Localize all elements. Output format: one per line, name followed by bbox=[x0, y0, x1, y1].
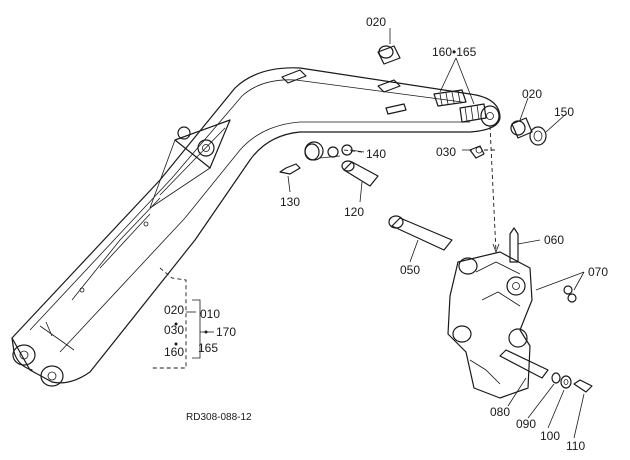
washer-100 bbox=[560, 375, 572, 389]
group-030: 030 bbox=[164, 323, 184, 337]
callout-140: 140 bbox=[366, 147, 386, 161]
grease-fitting-030 bbox=[469, 145, 485, 159]
group-dot bbox=[204, 330, 208, 334]
boom-arm bbox=[11, 67, 501, 387]
hatched-pad-lower bbox=[459, 103, 487, 123]
callout-120: 120 bbox=[344, 205, 364, 219]
leader-lines bbox=[152, 28, 585, 439]
group-020: 020 bbox=[164, 303, 184, 317]
callout-050: 050 bbox=[400, 263, 420, 277]
callout-130: 130 bbox=[280, 195, 300, 209]
callout-030: 030 bbox=[436, 145, 456, 159]
nuts-070 bbox=[563, 285, 577, 303]
callout-080: 080 bbox=[490, 405, 510, 419]
bolt-060 bbox=[509, 227, 519, 263]
washer-150 bbox=[529, 126, 547, 146]
pin-050 bbox=[388, 215, 453, 251]
callout-110: 110 bbox=[566, 439, 585, 453]
bolt-110 bbox=[573, 379, 593, 393]
bushing-020-right bbox=[510, 117, 533, 139]
callout-labels: 020 160•165 020 150 140 030 130 120 060 … bbox=[280, 15, 608, 453]
group-010: 010 bbox=[200, 307, 220, 321]
pin-120 bbox=[341, 160, 379, 187]
callout-060: 060 bbox=[544, 233, 564, 247]
callout-160-165: 160•165 bbox=[432, 45, 477, 59]
bushing-020-top bbox=[377, 45, 401, 65]
group-165: 165 bbox=[198, 341, 218, 355]
group-dot bbox=[174, 322, 178, 326]
callout-070: 070 bbox=[588, 265, 608, 279]
group-160: 160 bbox=[164, 345, 184, 359]
bolt-130 bbox=[279, 163, 301, 175]
pin-140-cluster bbox=[304, 141, 353, 161]
group-170: 170 bbox=[216, 325, 236, 339]
hatched-pad-upper bbox=[433, 89, 467, 107]
callout-020-top: 020 bbox=[366, 15, 386, 29]
callout-150: 150 bbox=[554, 105, 574, 119]
callout-020-right: 020 bbox=[522, 87, 542, 101]
washer-090 bbox=[551, 372, 561, 384]
callout-100: 100 bbox=[540, 429, 560, 443]
alignment-lines bbox=[343, 125, 500, 254]
callout-090: 090 bbox=[516, 417, 536, 431]
drawing-code: RD308-088-12 bbox=[186, 412, 252, 423]
group-dot bbox=[174, 342, 178, 346]
group-box-labels: 020 010 030 165 160 170 bbox=[164, 303, 236, 359]
pin-080 bbox=[499, 349, 549, 379]
bracket-knuckle bbox=[447, 251, 533, 399]
